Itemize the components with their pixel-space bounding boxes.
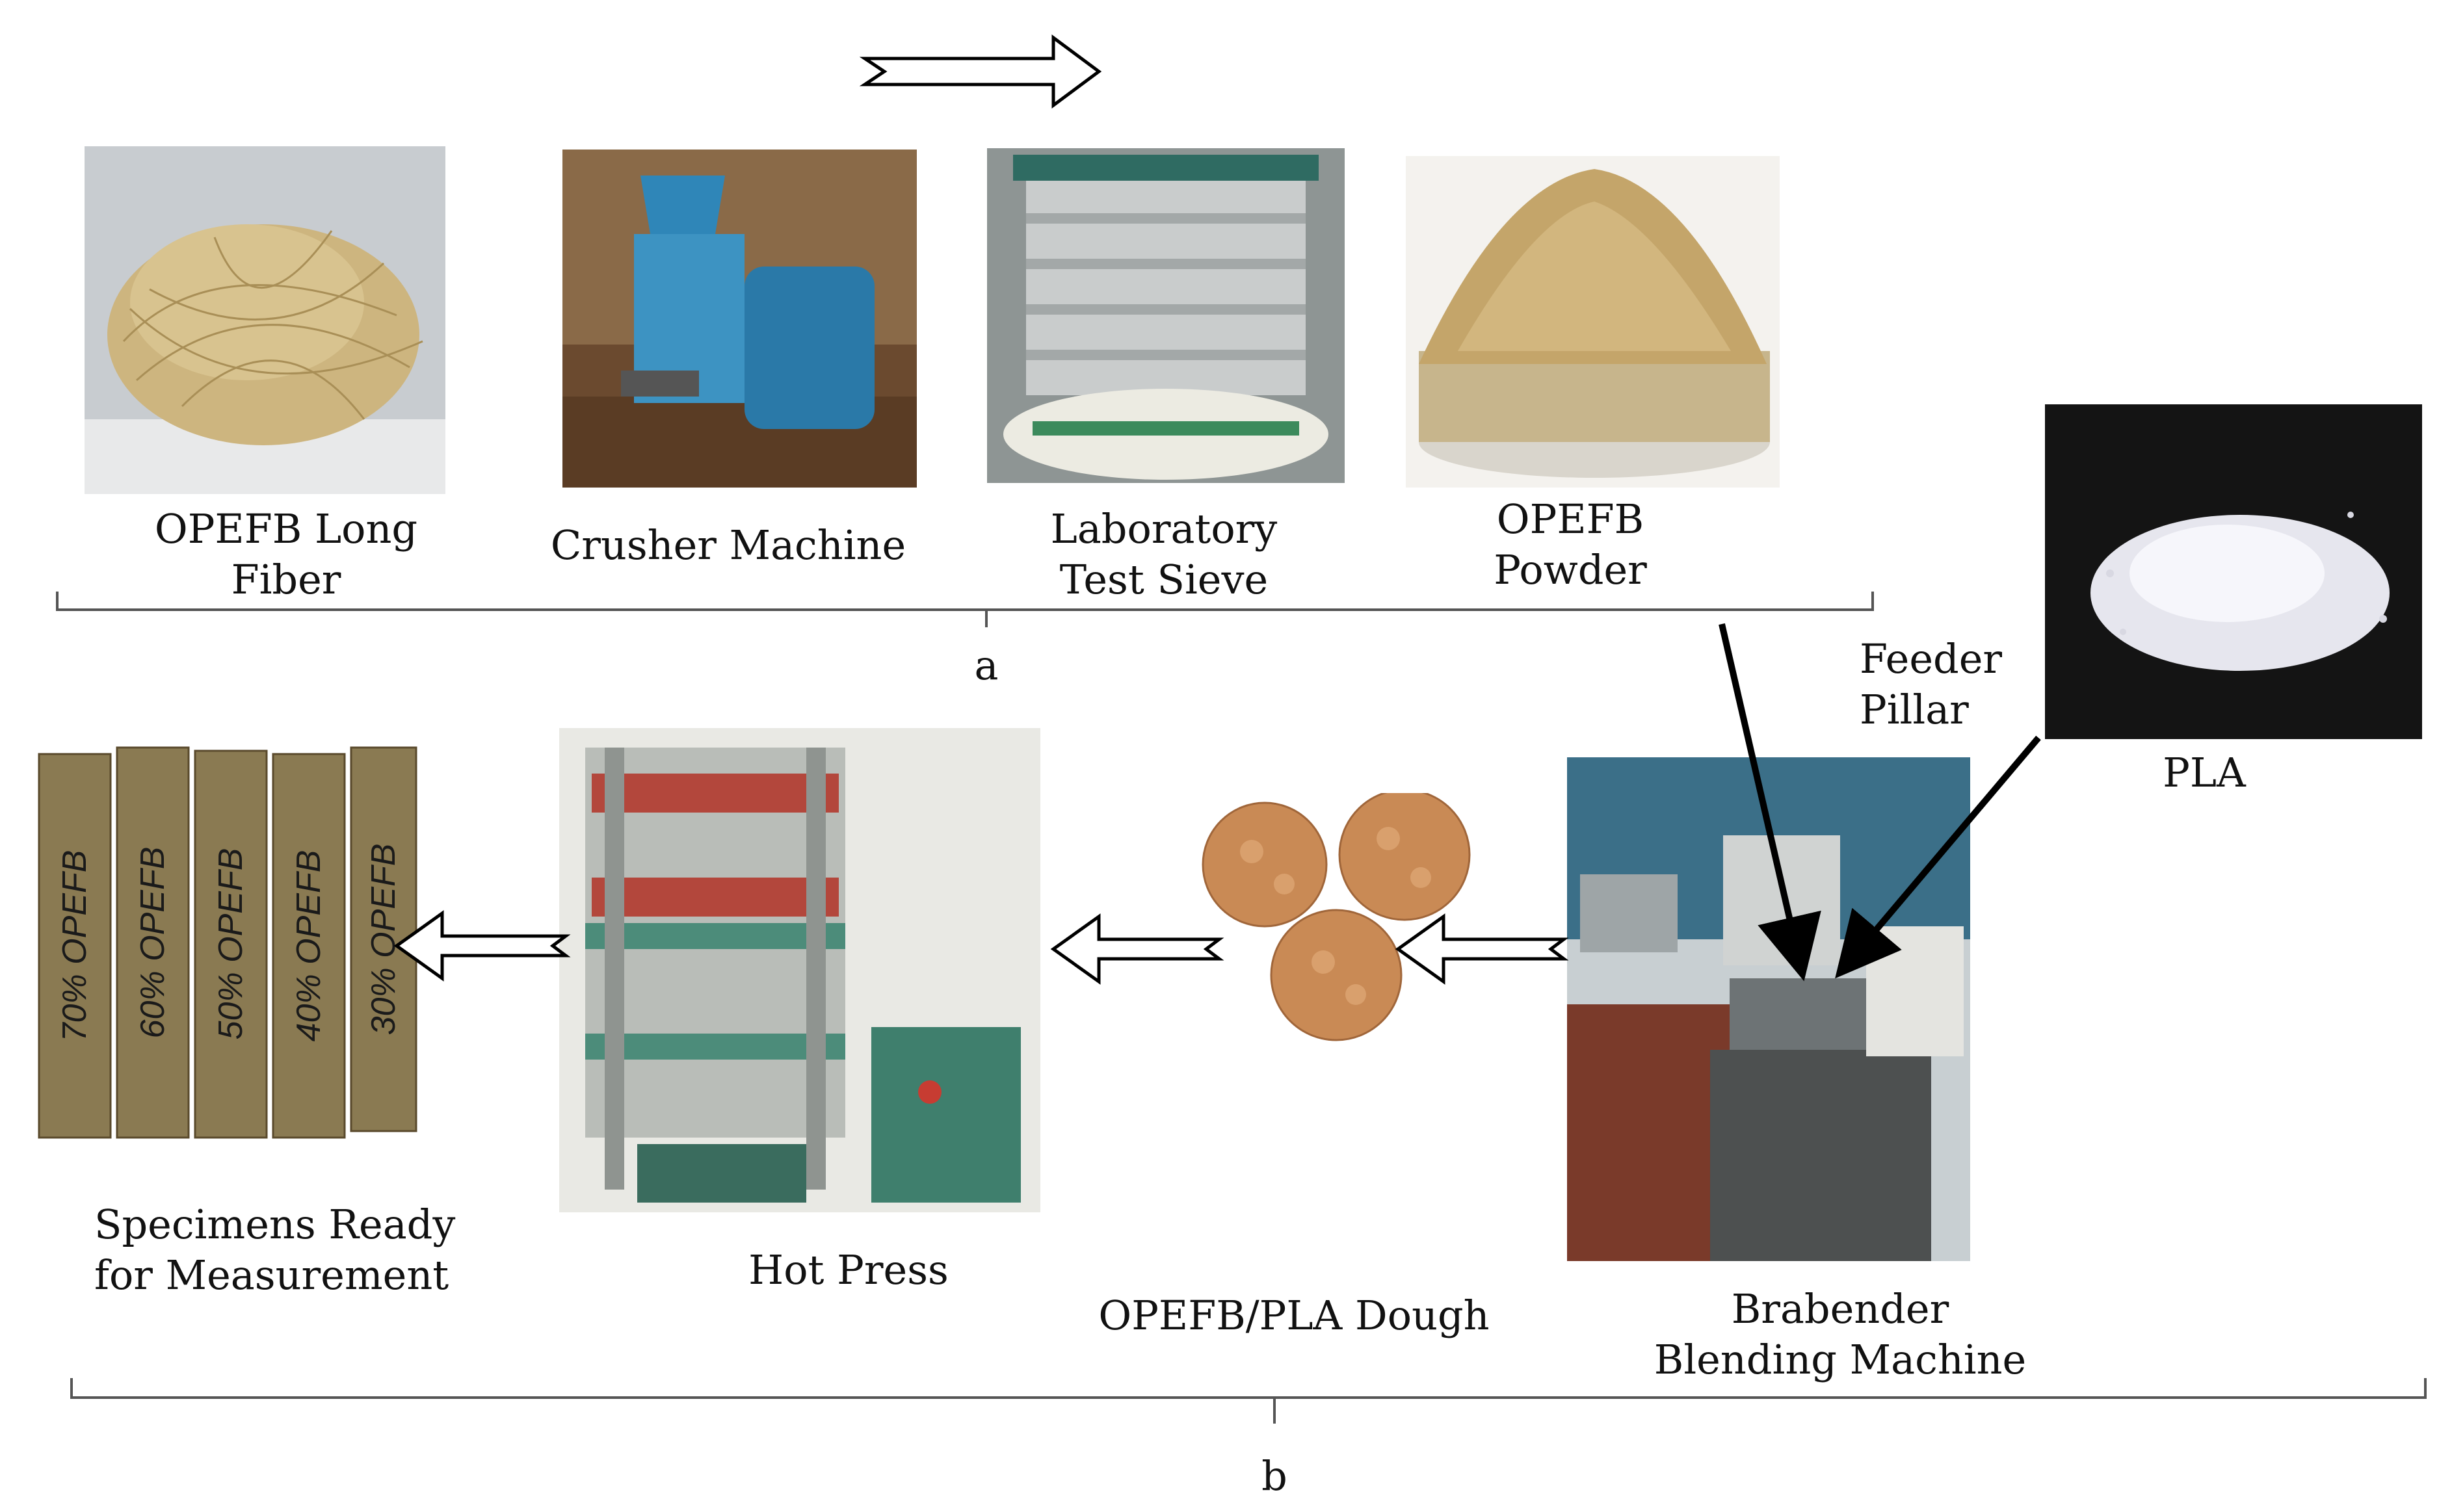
specimen-marks: 70% OPEFB 60% OPEFB 50% OPEFB 40% OPEFB … <box>26 735 426 1151</box>
section-label-a: a <box>974 642 999 689</box>
opefb-pla-dough-image <box>1200 793 1486 1047</box>
flow-arrow-right <box>859 34 1102 109</box>
label-opefb-powder: OPEFB Powder <box>1494 495 1647 593</box>
hot-press-image <box>559 728 1040 1212</box>
specimen-mark-70: 70% OPEFB <box>56 850 94 1042</box>
laboratory-test-sieve-image <box>987 148 1345 483</box>
specimens-image: 70% OPEFB 60% OPEFB 50% OPEFB 40% OPEFB … <box>26 735 426 1151</box>
crusher-machine-image <box>562 150 917 488</box>
opefb-powder-image <box>1406 156 1780 488</box>
specimen-mark-60: 60% OPEFB <box>134 846 172 1039</box>
specimen-mark-30: 30% OPEFB <box>365 843 402 1036</box>
label-opefb-long-fiber: OPEFB Long Fiber <box>154 505 418 603</box>
label-laboratory-test-sieve: Laboratory Test Sieve <box>1050 505 1278 603</box>
brabender-machine-image <box>1567 757 1970 1261</box>
opefb-long-fiber-image <box>85 146 445 494</box>
specimen-mark-40: 40% OPEFB <box>290 850 328 1042</box>
section-label-b: b <box>1261 1452 1287 1500</box>
label-pla: PLA <box>2163 749 2246 796</box>
brace-b <box>70 1378 2427 1424</box>
flow-arrow-left-2 <box>1050 913 1224 985</box>
label-crusher-machine: Crusher Machine <box>550 521 906 569</box>
label-hot-press: Hot Press <box>748 1246 949 1294</box>
label-specimens: Specimens Ready for Measurement <box>94 1201 456 1299</box>
label-feeder-pillar: Feeder Pillar <box>1860 635 2003 733</box>
label-brabender: Brabender Blending Machine <box>1654 1285 2027 1383</box>
pla-pellets-image <box>2045 404 2422 739</box>
label-opefb-pla-dough: OPEFB/PLA Dough <box>1098 1292 1490 1339</box>
specimen-mark-50: 50% OPEFB <box>212 848 250 1040</box>
